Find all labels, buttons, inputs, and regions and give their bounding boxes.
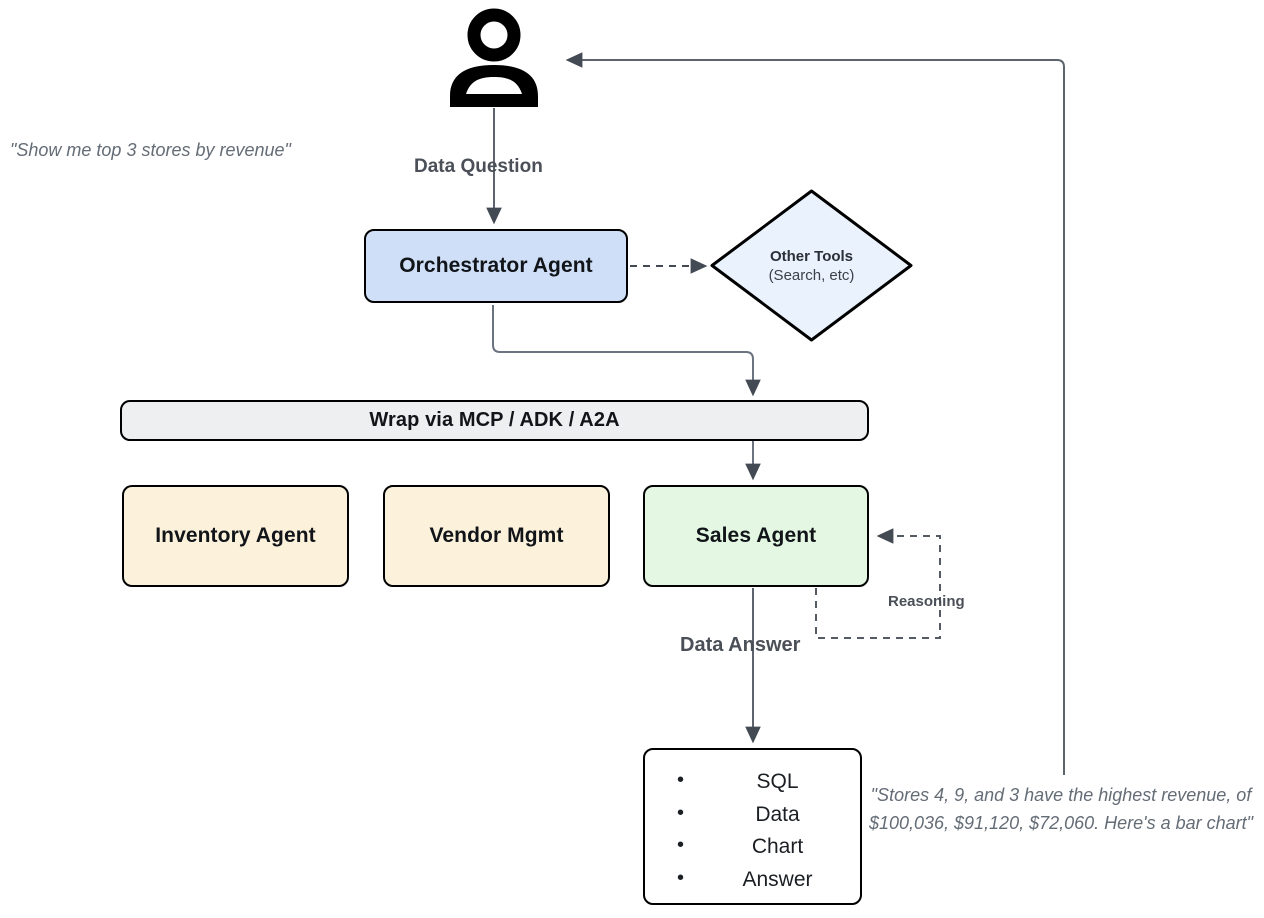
other-tools-text-block: Other Tools (Search, etc) xyxy=(712,246,911,284)
list-item: SQL xyxy=(677,765,860,799)
edge-label-data-question: Data Question xyxy=(414,156,543,177)
node-inventory-agent[interactable]: Inventory Agent xyxy=(122,485,349,587)
list-item: Answer xyxy=(677,863,860,897)
mcp-wrapper-label: Wrap via MCP / ADK / A2A xyxy=(369,409,620,431)
vendor-mgmt-label: Vendor Mgmt xyxy=(429,524,564,547)
other-tools-label: Other Tools xyxy=(769,247,854,265)
quote-final-answer: "Stores 4, 9, and 3 have the highest rev… xyxy=(868,785,1254,833)
user-person-icon xyxy=(450,8,538,107)
list-item: Chart xyxy=(677,830,860,864)
list-item: Data xyxy=(677,798,860,832)
quote-user-question: "Show me top 3 stores by revenue" xyxy=(10,140,291,160)
output-artifact-list: SQL Data Chart Answer xyxy=(645,765,860,897)
node-output-artifacts[interactable]: SQL Data Chart Answer xyxy=(643,748,862,905)
node-other-tools[interactable]: Other Tools (Search, etc) xyxy=(712,190,911,341)
orchestrator-agent-label: Orchestrator Agent xyxy=(399,254,593,277)
edge-label-data-answer: Data Answer xyxy=(680,634,801,656)
inventory-agent-label: Inventory Agent xyxy=(155,524,316,547)
node-mcp-wrapper-bar[interactable]: Wrap via MCP / ADK / A2A xyxy=(120,400,869,441)
node-vendor-mgmt-agent[interactable]: Vendor Mgmt xyxy=(383,485,610,587)
sales-agent-label: Sales Agent xyxy=(695,524,817,547)
node-orchestrator-agent[interactable]: Orchestrator Agent xyxy=(364,229,628,303)
other-tools-sublabel: (Search, etc) xyxy=(768,266,855,284)
node-sales-agent[interactable]: Sales Agent xyxy=(643,485,869,587)
edge-label-reasoning: Reasoning xyxy=(888,593,965,610)
